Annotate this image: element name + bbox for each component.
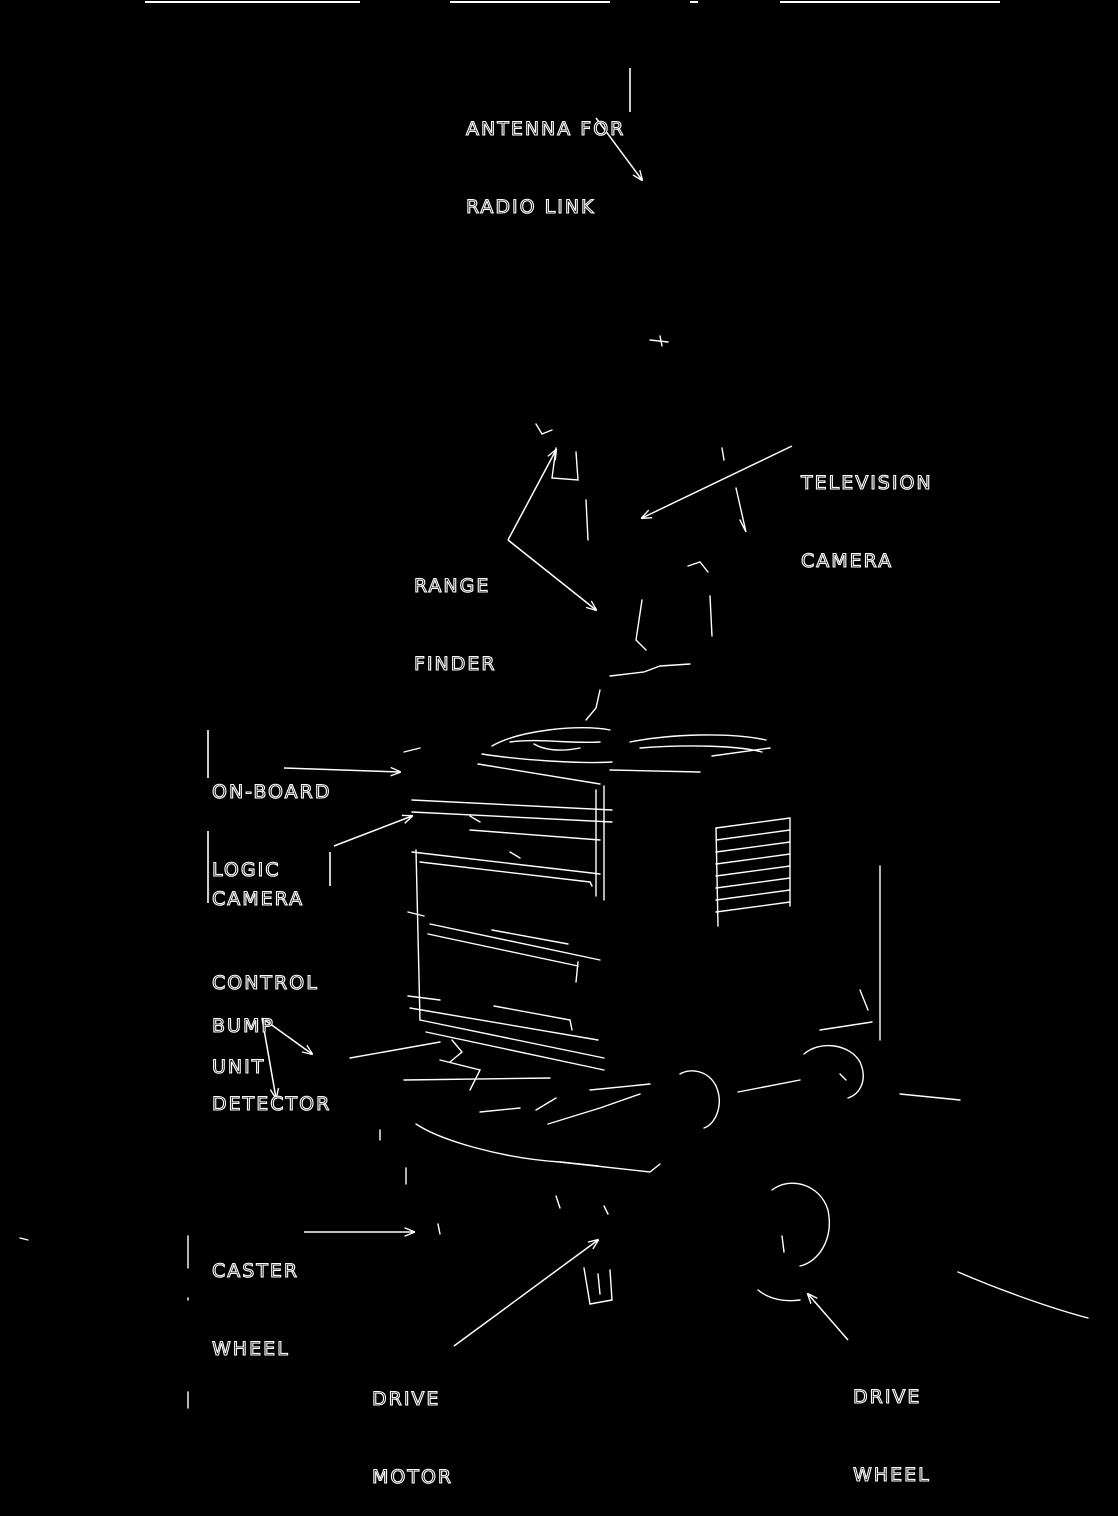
label-line: DRIVE [852,1385,922,1408]
label-line: LOGIC [211,858,281,881]
label-line: MOTOR [371,1465,454,1488]
label-line: CONTROL [211,971,319,994]
label-line: RANGE [413,574,491,597]
label-line: CAMERA [800,549,894,572]
label-line: ANTENNA FOR [465,117,626,140]
label-caster-wheel: CASTER WHEEL [211,1206,300,1388]
label-line: FINDER [413,652,497,675]
robot-outline [19,335,1089,1409]
label-line: DETECTOR [211,1092,332,1115]
label-line: RADIO LINK [465,195,596,218]
label-line: DRIVE [371,1387,441,1410]
label-on-board-logic: ON-BOARD LOGIC [211,727,332,909]
label-line: WHEEL [852,1463,931,1486]
label-brackets [207,68,631,903]
label-line: WHEEL [211,1337,290,1360]
leader-arrows [261,117,849,1347]
label-line: CASTER [211,1259,300,1282]
label-line: ON-BOARD [211,780,332,803]
label-drive-wheel: DRIVE WHEEL [852,1332,931,1514]
label-antenna-for-radio-link: ANTENNA FOR RADIO LINK [465,64,626,246]
label-television-camera: TELEVISION CAMERA [800,418,933,600]
label-line: UNIT [211,1055,266,1078]
label-range-finder: RANGE FINDER [413,521,497,703]
label-line: BUMP [211,1014,275,1037]
label-drive-motor: DRIVE MOTOR [371,1334,454,1516]
label-line: TELEVISION [800,471,933,494]
label-camera-control-unit: CAMERA CONTROL UNIT [211,829,319,1109]
label-line: CAMERA [211,887,305,910]
label-bump-detector: BUMP DETECTOR [211,961,332,1143]
